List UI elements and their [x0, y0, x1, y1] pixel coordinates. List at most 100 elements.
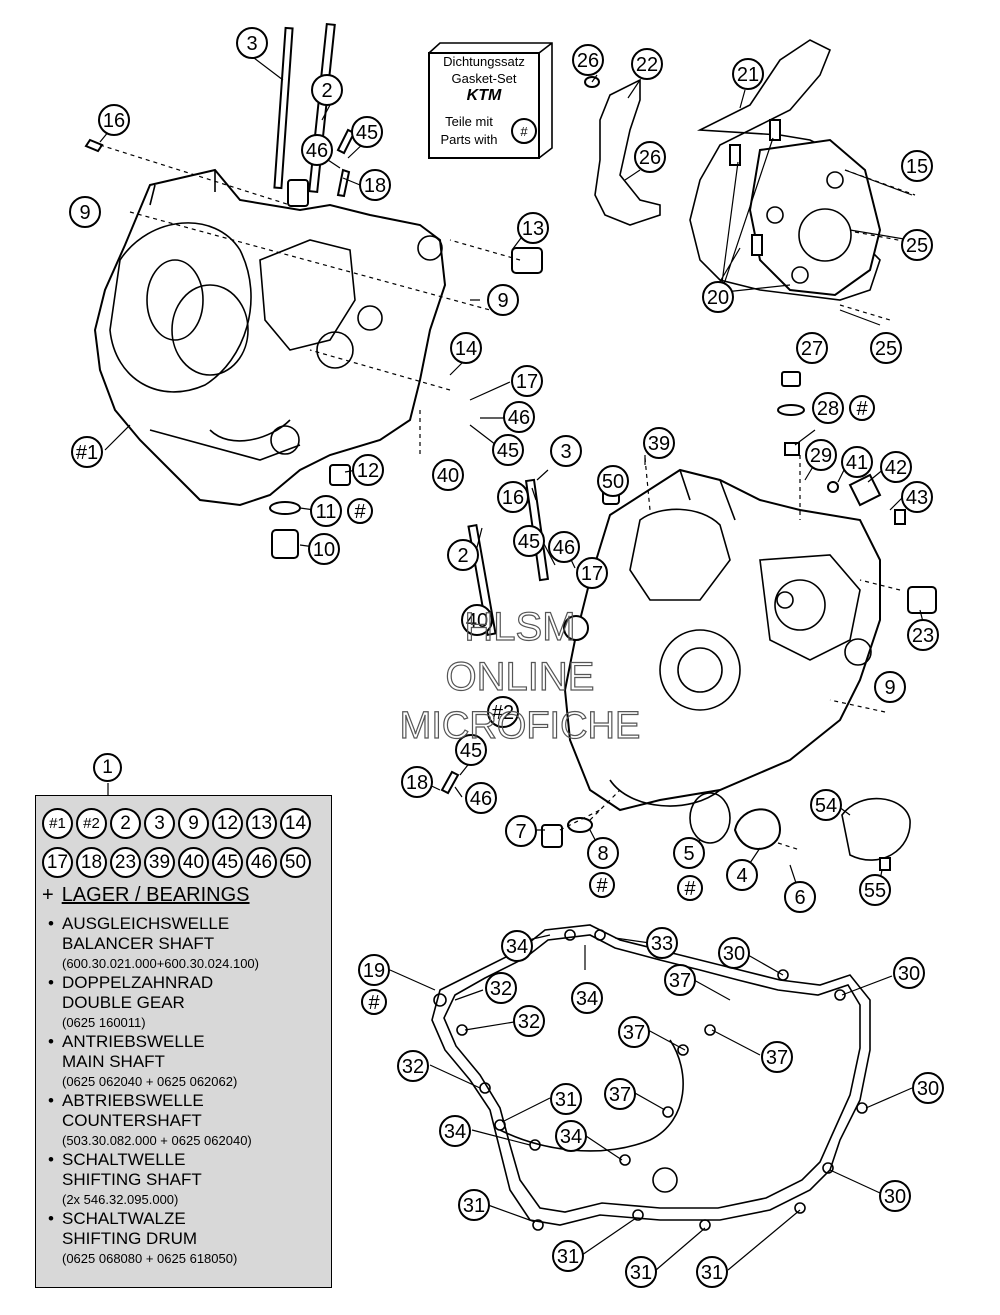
callout-bubble: 7 [505, 815, 537, 847]
washer-11 [269, 501, 301, 515]
callout-bubble: 34 [439, 1115, 471, 1147]
oring-5 [689, 792, 731, 844]
screw-29 [784, 442, 800, 456]
callout-label: 50 [602, 471, 624, 493]
callout-bubble: 33 [646, 927, 678, 959]
right-crankcase-half [563, 468, 881, 812]
bolt-43 [894, 509, 906, 525]
callout-label: 31 [557, 1246, 579, 1268]
callout-bubble: 30 [718, 937, 750, 969]
item-en: BALANCER SHAFT [62, 934, 215, 953]
callout-label: 54 [815, 795, 837, 817]
oil-jet-18b [440, 770, 460, 795]
callout-label: 46 [470, 788, 492, 810]
callout-label: 6 [794, 887, 805, 909]
callout-label: 3 [246, 33, 257, 55]
callout-label: 7 [515, 821, 526, 843]
clutch-cover-assembly [584, 39, 882, 301]
callout-label: 8 [597, 843, 608, 865]
legend-chip: 2 [110, 808, 141, 839]
callout-label: 31 [463, 1195, 485, 1217]
callout-label: 10 [313, 539, 335, 561]
callout-bubble: 25 [870, 332, 902, 364]
callout-label: 46 [553, 537, 575, 559]
legend-chip: 9 [178, 808, 209, 839]
gasket-set-line4: Parts with [440, 132, 498, 147]
callout-label: 34 [576, 988, 598, 1010]
callout-bubble: 25 [901, 229, 933, 261]
callout-bubble: 46 [503, 401, 535, 433]
callout-label: 3 [560, 441, 571, 463]
item-de: ABTRIEBSWELLE [62, 1091, 204, 1110]
callout-bubble: # [589, 872, 615, 898]
callout-bubble: 50 [597, 465, 629, 497]
callout-bubble: 2 [447, 539, 479, 571]
screw-16 [84, 138, 104, 153]
gasket-set-line1: Dichtungssatz [443, 54, 525, 69]
bolt-3-left [273, 26, 294, 190]
cover-gasket-54 [841, 797, 911, 861]
callout-bubble: 32 [397, 1050, 429, 1082]
callout-bubble: 6 [784, 881, 816, 913]
item-en: COUNTERSHAFT [62, 1111, 202, 1130]
item-part-number: (600.30.021.000+600.30.024.100) [62, 956, 259, 971]
callout-label: 32 [518, 1011, 540, 1033]
screw-55 [879, 857, 891, 871]
bolt-2-left [308, 22, 336, 194]
legend-chips: #1 #2 2 3 9 12 13 14 17 18 23 39 40 45 4… [42, 808, 332, 886]
callout-label: 16 [502, 487, 524, 509]
callout-label: 23 [912, 625, 934, 647]
callout-bubble: 31 [550, 1083, 582, 1115]
watermark-line2: ONLINE [446, 655, 595, 699]
legend-chip: 50 [280, 847, 311, 878]
legend-chip: #2 [76, 808, 107, 839]
callout-bubble: 17 [511, 365, 543, 397]
item-en: DOUBLE GEAR [62, 993, 185, 1012]
callout-bubble: 8 [587, 837, 619, 869]
callout-label: 22 [636, 54, 658, 76]
callout-bubble: 28 [812, 392, 844, 424]
callout-label: 29 [810, 445, 832, 467]
callout-label: 20 [707, 287, 729, 309]
callout-bubble: 31 [458, 1189, 490, 1221]
callout-bubble: 14 [450, 332, 482, 364]
callout-bubble: # [677, 875, 703, 901]
callout-bubble: #1 [71, 436, 103, 468]
legend-chip-row-2: 17 18 23 39 40 45 46 50 [42, 847, 332, 878]
callout-bubble: 5 [673, 837, 705, 869]
dowel-sleeve [287, 179, 309, 207]
callout-bubble: 30 [879, 1180, 911, 1212]
callout-bubble: 46 [465, 782, 497, 814]
callout-label: 5 [683, 843, 694, 865]
callout-bubble: 16 [497, 481, 529, 513]
callout-bubble: 9 [874, 671, 906, 703]
legend-chip: 17 [42, 847, 73, 878]
ktm-logo: KTM [466, 87, 502, 104]
callout-label: 17 [516, 371, 538, 393]
callout-label: 30 [723, 943, 745, 965]
callout-bubble: 18 [359, 169, 391, 201]
callout-bubble: 37 [604, 1078, 636, 1110]
callout-bubble: 21 [732, 58, 764, 90]
callout-label: 40 [466, 610, 488, 632]
callout-bubble: 13 [517, 212, 549, 244]
item-part-number: (0625 068080 + 0625 618050) [62, 1251, 238, 1266]
bearing-13 [511, 247, 543, 274]
legend-chip: #1 [42, 808, 73, 839]
callout-bubble: 34 [555, 1120, 587, 1152]
callout-label: 55 [864, 880, 886, 902]
callout-label: 32 [490, 978, 512, 1000]
callout-bubble: 31 [696, 1256, 728, 1288]
callout-bubble: 3 [236, 27, 268, 59]
callout-bubble: 12 [352, 454, 384, 486]
dowel-20a [729, 144, 741, 166]
callout-label: 26 [577, 50, 599, 72]
callout-label: 31 [630, 1262, 652, 1284]
callout-bubble: 17 [576, 557, 608, 589]
callout-label: 31 [701, 1262, 723, 1284]
callout-label: 14 [455, 338, 477, 360]
plug-10 [271, 529, 299, 559]
callout-label: # [354, 501, 366, 523]
callout-bubble: 37 [664, 964, 696, 996]
